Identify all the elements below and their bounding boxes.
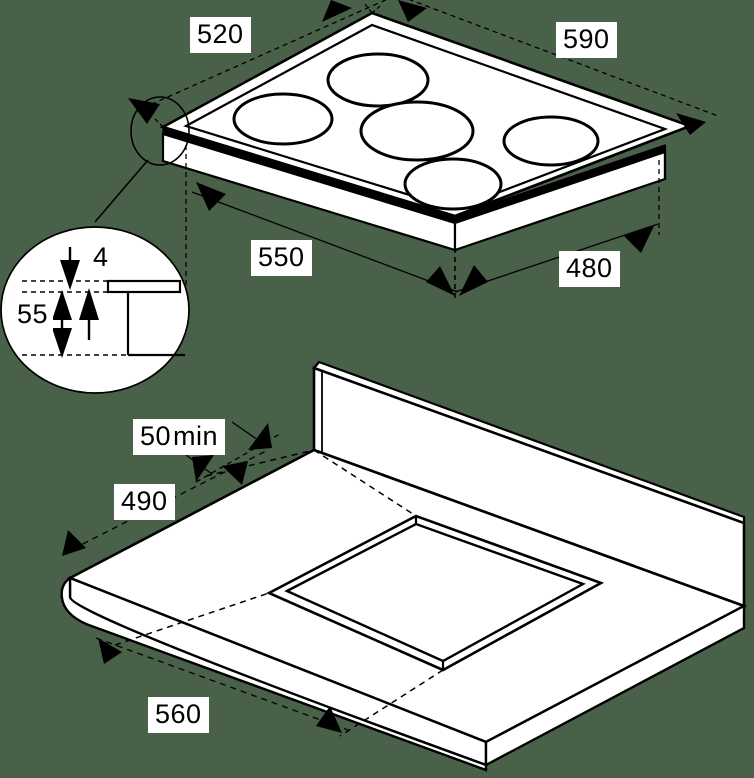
arrowhead-50min-upper bbox=[248, 423, 272, 450]
arrowhead-520-left bbox=[128, 98, 160, 124]
dim-line-480 bbox=[454, 223, 659, 293]
burner-front-center bbox=[403, 157, 503, 211]
hidden-line-front-right bbox=[339, 669, 444, 737]
dimension-label-50min: 50min bbox=[133, 419, 226, 455]
arrowhead-490-upper bbox=[222, 461, 248, 485]
hidden-line-rear-left bbox=[205, 449, 315, 477]
dimension-label-4: 4 bbox=[88, 242, 114, 273]
arrowhead-560-right bbox=[316, 706, 342, 733]
dimension-520 bbox=[128, 0, 388, 128]
arrowhead-550-right bbox=[426, 266, 455, 296]
counter-cutout-inner bbox=[284, 522, 586, 663]
dimension-4 bbox=[60, 247, 80, 290]
detail-callout-circle bbox=[130, 96, 190, 166]
ext-line-50min-a bbox=[231, 421, 259, 441]
dimension-label-490: 490 bbox=[114, 484, 175, 520]
dim-line-520 bbox=[142, 0, 388, 109]
dimension-label-55: 55 bbox=[12, 299, 54, 330]
dimension-label-50min-value: 50 bbox=[140, 421, 172, 451]
hob-burners bbox=[232, 52, 600, 211]
burner-rear-center bbox=[326, 52, 430, 108]
arrowhead-480-right bbox=[624, 226, 654, 253]
detail-glass-slab bbox=[106, 279, 182, 294]
burner-left bbox=[232, 92, 334, 146]
burner-center bbox=[359, 100, 475, 162]
hidden-line-front-left bbox=[114, 592, 270, 646]
arrowhead-560-left bbox=[98, 638, 122, 664]
dimension-480 bbox=[454, 160, 660, 300]
arrowhead-490-lower bbox=[62, 530, 86, 556]
dimension-560 bbox=[95, 637, 349, 733]
dimension-590 bbox=[364, 0, 719, 135]
wall-corner-edge bbox=[313, 361, 320, 369]
dimension-label-560: 560 bbox=[148, 697, 209, 733]
dimension-label-520: 520 bbox=[190, 17, 251, 53]
arrowhead-4-down bbox=[60, 260, 80, 290]
counter-front-bullnose bbox=[60, 575, 488, 772]
dimension-label-480: 480 bbox=[559, 251, 620, 287]
detail-callout-leader bbox=[94, 159, 149, 223]
dimension-55 bbox=[52, 288, 99, 358]
arrowhead-590-left bbox=[398, 0, 427, 22]
dimension-50min bbox=[185, 421, 281, 483]
dim-line-550 bbox=[191, 191, 459, 293]
hob-top-inner-border bbox=[183, 23, 669, 211]
hob-view bbox=[94, 0, 719, 300]
arrowhead-50min-lower bbox=[192, 455, 214, 482]
dimension-label-590: 590 bbox=[556, 22, 617, 58]
arrowhead-55-down bbox=[52, 328, 72, 358]
ext-line-520-a bbox=[154, 118, 164, 128]
dim-line-590 bbox=[408, 0, 719, 117]
dimension-label-550: 550 bbox=[251, 240, 312, 276]
dim-line-50min bbox=[195, 433, 281, 483]
dimension-label-50min-unit: min bbox=[173, 421, 219, 451]
arrowhead-520-right bbox=[322, 0, 352, 22]
arrowhead-550-left bbox=[196, 182, 226, 211]
ext-line-520-b bbox=[371, 5, 381, 14]
hidden-line-rear-corner bbox=[313, 449, 417, 517]
detail-callout bbox=[94, 96, 190, 223]
ext-line-590-a bbox=[364, 3, 373, 14]
arrowhead-590-right bbox=[676, 113, 706, 135]
arrowhead-55-up bbox=[52, 290, 72, 320]
counter-view bbox=[60, 360, 748, 772]
dim-line-560 bbox=[95, 637, 349, 731]
arrowhead-480-left bbox=[459, 265, 488, 296]
detail-view bbox=[0, 226, 190, 394]
burner-right bbox=[502, 115, 600, 167]
